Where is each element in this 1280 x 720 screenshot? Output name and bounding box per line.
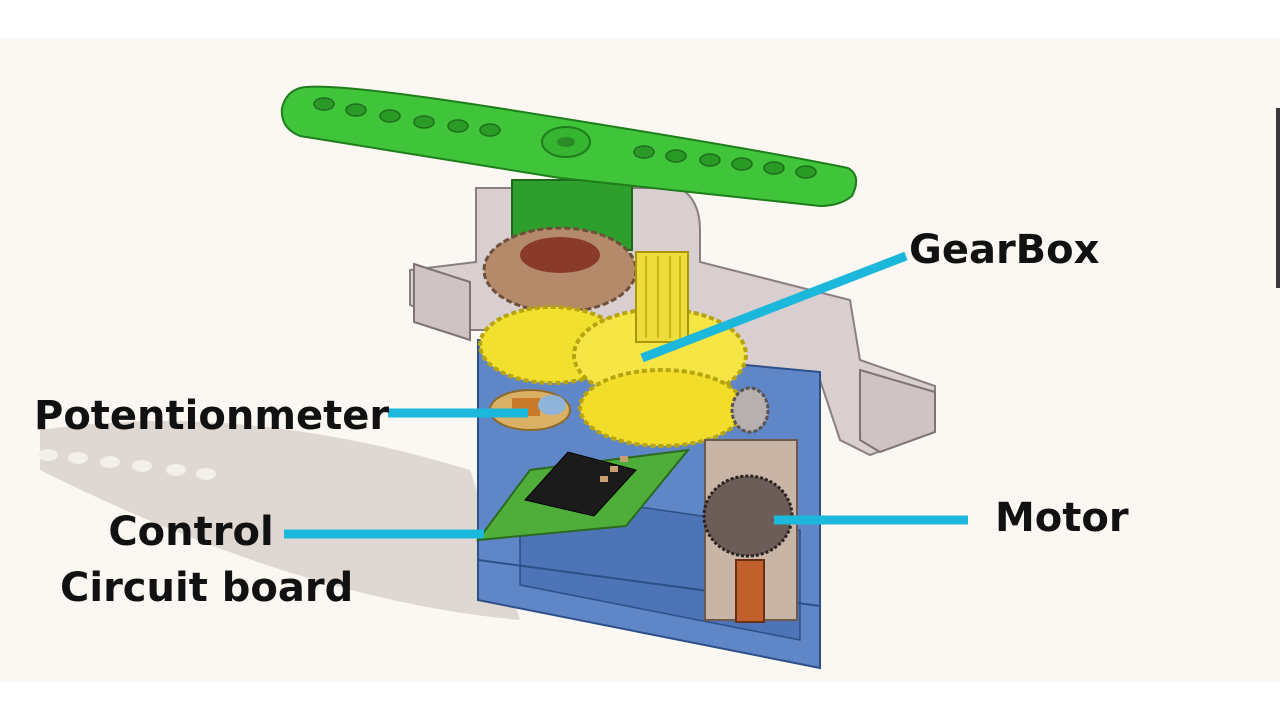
shadow-dots <box>38 449 216 480</box>
gearbox-label: GearBox <box>909 227 1100 273</box>
left-flange <box>413 262 471 342</box>
control-label-line2: Circuit board <box>60 565 354 611</box>
gearbox-leader <box>640 251 908 363</box>
motor-pinion <box>730 386 770 434</box>
edge-marker <box>1276 108 1280 288</box>
control-label-line1: Control <box>108 509 274 555</box>
potentiometer-label: Potentionmeter <box>34 393 390 439</box>
yellow-gear-lower <box>578 368 746 448</box>
motor-label: Motor <box>995 495 1129 541</box>
control-board-label: Control Circuit board <box>60 504 354 616</box>
servo-shadow <box>40 421 520 620</box>
ic-chip <box>524 451 637 517</box>
horn-holes <box>313 97 817 179</box>
right-flange <box>859 368 936 454</box>
